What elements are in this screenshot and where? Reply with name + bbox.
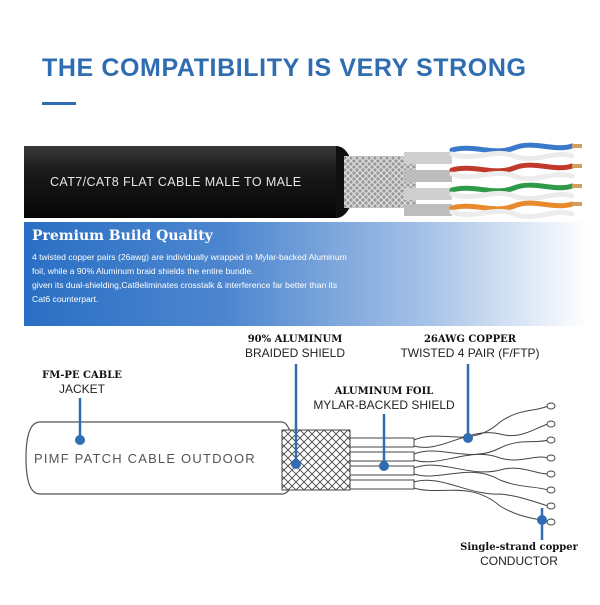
photo-copper-tips	[572, 144, 582, 206]
label-foil: ALUMINUM FOIL MYLAR-BACKED SHIELD	[298, 386, 470, 412]
label-braided-shield: 90% ALUMINUM BRAIDED SHIELD	[230, 334, 360, 360]
label-jacket-bold: FM-PE CABLE	[42, 370, 122, 381]
cable-photo-label: CAT7/CAT8 FLAT CABLE MALE TO MALE	[50, 175, 302, 189]
label-jacket-normal: JACKET	[58, 382, 105, 396]
diagram-braid	[281, 429, 351, 491]
label-braided-shield-bold: 90% ALUMINUM	[247, 334, 343, 345]
label-conductor-bold: Single-strand copper	[460, 542, 578, 553]
label-cable-text-value: PIMF PATCH CABLE OUTDOOR	[34, 451, 256, 466]
diagram-pointer-lines	[78, 364, 544, 540]
label-jacket: FM-PE CABLE JACKET	[38, 370, 126, 396]
cable-photo: CAT7/CAT8 FLAT CABLE MALE TO MALE	[24, 128, 600, 232]
feature-title: Premium Build Quality	[32, 228, 213, 244]
cable-photo-drawing	[24, 142, 582, 220]
label-foil-bold: ALUMINUM FOIL	[334, 386, 434, 397]
label-foil-normal: MYLAR-BACKED SHIELD	[313, 398, 455, 412]
photo-foil-pairs	[404, 152, 452, 216]
diagram-pointer-dots	[75, 433, 547, 525]
page-heading: THE COMPATIBILITY IS VERY STRONG	[42, 54, 527, 82]
feature-paragraph-1: 4 twisted copper pairs (26awg) are indiv…	[32, 252, 347, 276]
label-cable-text: PIMF PATCH CABLE OUTDOOR	[34, 452, 274, 466]
photo-jacket	[24, 146, 336, 218]
label-conductor: Single-strand copper CONDUCTOR	[446, 542, 592, 568]
label-braided-shield-normal: BRAIDED SHIELD	[244, 346, 346, 360]
heading-underline	[42, 102, 76, 105]
feature-box: Premium Build Quality 4 twisted copper p…	[24, 222, 600, 326]
cable-diagram-drawing	[25, 364, 556, 540]
photo-wire-pairs	[449, 142, 575, 220]
label-twisted-pairs-normal: TWISTED 4 PAIR (F/FTP)	[400, 346, 540, 360]
label-twisted-pairs-bold: 26AWG COPPER	[423, 334, 517, 345]
feature-body: 4 twisted copper pairs (26awg) are indiv…	[32, 250, 354, 306]
feature-paragraph-2: given its dual-shielding,Cat8eliminates …	[32, 280, 338, 304]
label-twisted-pairs: 26AWG COPPER TWISTED 4 PAIR (F/FTP)	[384, 334, 556, 360]
label-conductor-normal: CONDUCTOR	[480, 554, 558, 568]
diagram-wire-ends	[546, 402, 556, 526]
diagram-twisted-pairs	[413, 405, 549, 523]
cable-diagram: 90% ALUMINUM BRAIDED SHIELD 26AWG COPPER…	[0, 330, 600, 600]
